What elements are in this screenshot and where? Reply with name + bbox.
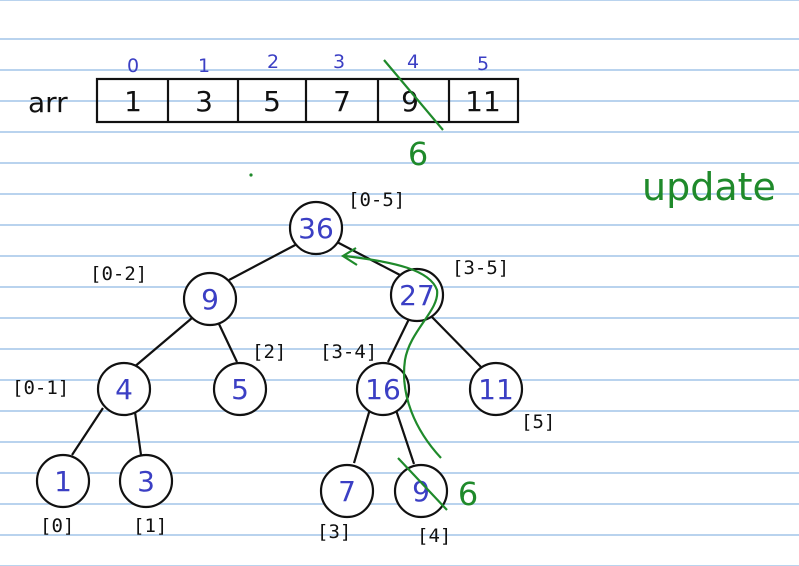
- tree-node-range: [4]: [417, 525, 451, 547]
- tree-node-value: 36: [298, 212, 334, 245]
- tree-node-value: 7: [338, 475, 356, 508]
- tree-node-range: [3-4]: [320, 341, 377, 363]
- tree-node-circle: [118, 453, 174, 509]
- tree-node-range: [0-1]: [12, 377, 69, 399]
- update-annotation: update: [642, 165, 776, 209]
- tree-node-value: 3: [137, 465, 155, 498]
- array-cell: 11: [465, 85, 501, 118]
- array-label: arr: [28, 86, 68, 119]
- tree-node-range: [5]: [521, 411, 555, 433]
- tree-node-value: 9: [201, 283, 219, 316]
- tree-node-circle: [35, 453, 91, 509]
- array-cell: 7: [333, 85, 351, 118]
- tree-node-value: 4: [115, 373, 133, 406]
- tree-node-value: 1: [54, 465, 72, 498]
- tree-node-range: [1]: [133, 515, 167, 537]
- updated-array-value: 6: [408, 135, 428, 173]
- tree-edges: [71, 240, 484, 465]
- strike-mark: [383, 59, 444, 131]
- array-cell: 3: [195, 85, 213, 118]
- tree-node-range: [2]: [252, 341, 286, 363]
- array-index: 0: [127, 55, 139, 77]
- tree-node-circle: [355, 361, 411, 417]
- tree-node-range: [0]: [40, 515, 74, 537]
- tree-node-range: [3-5]: [452, 257, 509, 279]
- array-index: 5: [477, 53, 489, 75]
- updated-leaf-value: 6: [458, 475, 478, 513]
- tree-node-range: [3]: [317, 521, 351, 543]
- tree-node-range: [0-5]: [348, 189, 405, 211]
- tree-node-value: 11: [478, 373, 514, 406]
- update-path-arrow: [344, 254, 442, 459]
- array-cell: 5: [263, 85, 281, 118]
- tree-node-circle: [389, 267, 445, 323]
- array-cell: 9: [401, 85, 419, 118]
- tree-node-circle: [182, 271, 238, 327]
- tree-node-range: [0-2]: [90, 263, 147, 285]
- arrow-head-icon: [340, 247, 358, 266]
- array-cell: 1: [124, 85, 142, 118]
- tree-node-circle: [319, 463, 375, 519]
- array-box: [95, 77, 520, 124]
- tree-node-circle: [468, 361, 524, 417]
- strike-mark: [397, 457, 448, 511]
- array-cells: [95, 77, 520, 124]
- tree-node-circle: [288, 200, 344, 256]
- array-index: 1: [198, 55, 210, 77]
- array-index: 3: [333, 51, 345, 73]
- tree-node-value: 16: [365, 373, 401, 406]
- tree-node-circle: [212, 361, 268, 417]
- array-index: 2: [267, 51, 279, 73]
- array-index: 4: [407, 51, 419, 73]
- stray-dot: [249, 173, 253, 177]
- tree-node-circle: [393, 463, 449, 519]
- tree-node-value: 5: [231, 373, 249, 406]
- tree-node-value: 27: [399, 279, 435, 312]
- tree-node-value: 9: [412, 475, 430, 508]
- tree-node-circle: [96, 361, 152, 417]
